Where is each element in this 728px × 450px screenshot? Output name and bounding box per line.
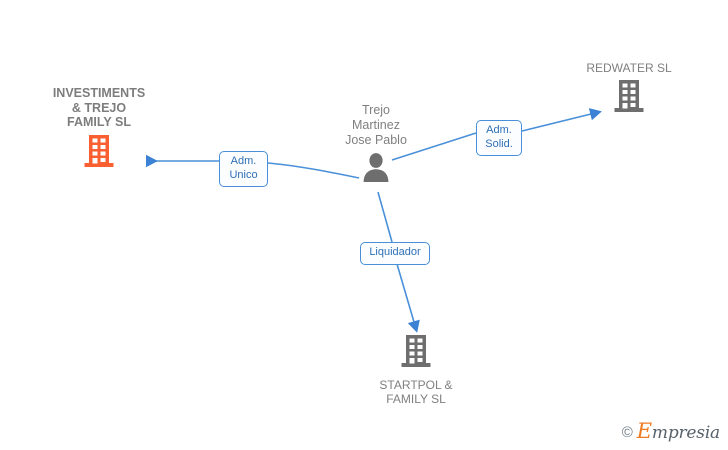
node-investiments-label: INVESTIMENTS & TREJO FAMILY SL xyxy=(52,86,146,129)
node-redwater[interactable]: REDWATER SL xyxy=(549,61,709,118)
node-investiments[interactable]: INVESTIMENTS & TREJO FAMILY SL xyxy=(19,86,179,173)
edge-line-liquidador-to-startpol xyxy=(396,263,420,333)
building-icon xyxy=(84,134,114,173)
watermark: © Empresia xyxy=(621,421,720,443)
brand-rest: mpresia xyxy=(651,423,720,443)
edge-label-liquidador[interactable]: Liquidador xyxy=(360,242,430,265)
edge-label-adm-unico[interactable]: Adm. Unico xyxy=(219,151,268,187)
node-person-label: Trejo Martinez Jose Pablo xyxy=(345,103,407,147)
node-redwater-label: REDWATER SL xyxy=(586,61,672,75)
brand-wordmark: Empresia xyxy=(637,421,720,443)
node-startpol[interactable]: STARTPOL & FAMILY SL xyxy=(336,334,496,406)
edge-label-adm-solid[interactable]: Adm. Solid. xyxy=(476,120,522,156)
copyright-icon: © xyxy=(621,424,633,441)
building-icon xyxy=(614,79,644,118)
node-person[interactable]: Trejo Martinez Jose Pablo xyxy=(296,103,456,187)
edge-line-person-to-liquidador xyxy=(377,191,393,243)
building-icon xyxy=(401,334,431,373)
person-icon xyxy=(361,152,391,187)
brand-initial: E xyxy=(636,419,652,443)
node-startpol-label: STARTPOL & FAMILY SL xyxy=(379,378,453,406)
